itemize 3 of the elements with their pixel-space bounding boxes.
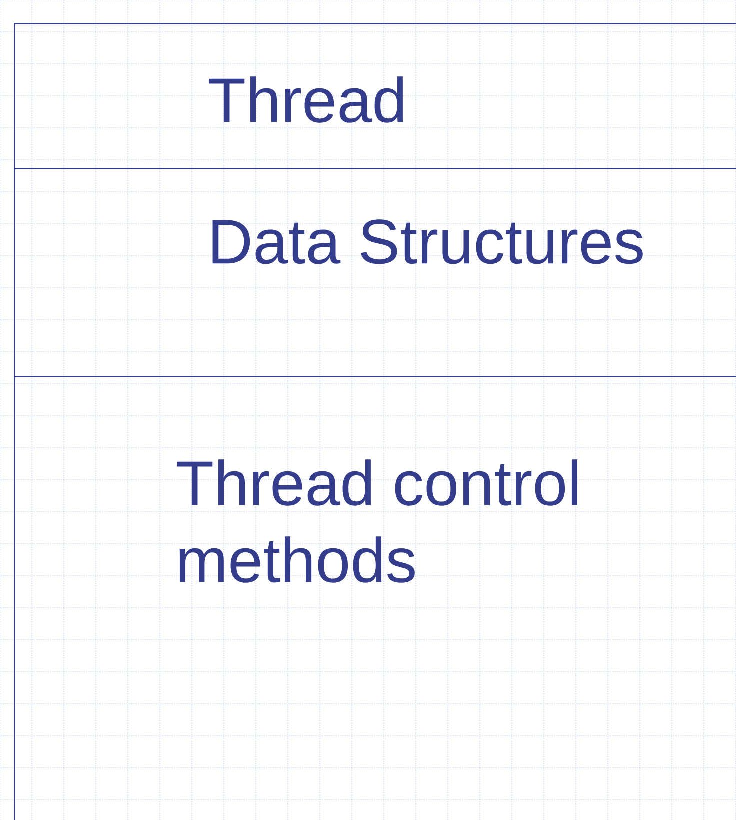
class-compartment: Data Structures <box>14 168 736 378</box>
class-compartment: Thread <box>14 23 736 170</box>
class-compartment: Thread control methods <box>14 376 736 820</box>
